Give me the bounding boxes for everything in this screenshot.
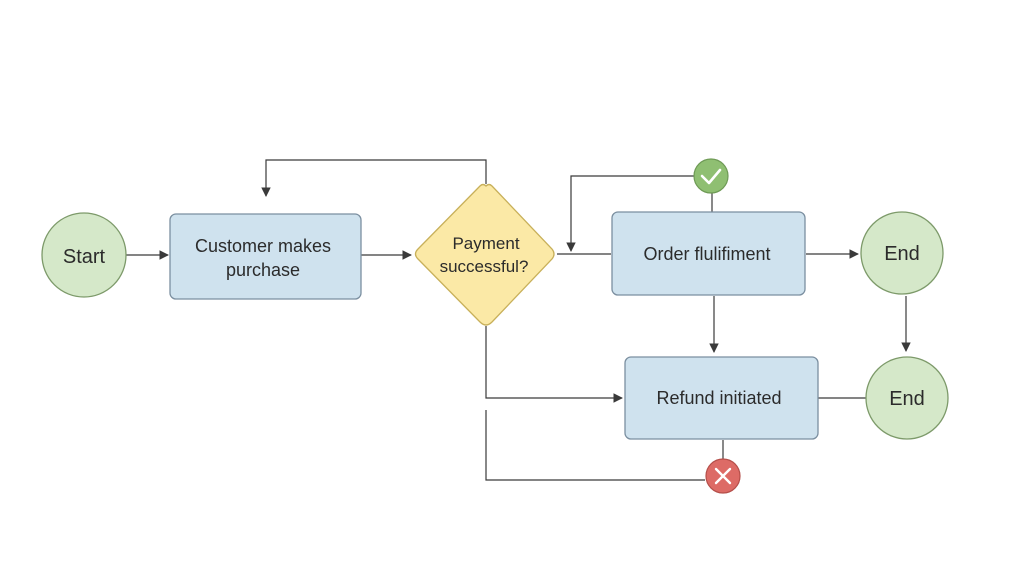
purchase-node: Customer makes purchase [169,213,362,300]
purchase-process-box [169,213,362,300]
check-icon [693,158,729,194]
edges [126,159,911,481]
fulfillment-node: Order flulifiment [611,211,806,296]
end-bottom-terminal [865,356,949,440]
purchase-label-line2: purchase [226,260,300,280]
end-top-label: End [884,243,920,265]
x-icon [705,458,741,494]
decision-diamond [414,183,555,326]
refund-process-box [624,356,819,440]
refund-label: Refund initiated [656,388,781,408]
end-bottom-node: End [865,356,949,440]
end-top-node: End [860,211,944,295]
fulfillment-label: Order flulifiment [643,244,770,264]
end-top-terminal [860,211,944,295]
decision-node: Payment successful? [414,183,555,326]
decision-label-line2: successful? [440,257,529,276]
refund-node: Refund initiated [624,356,819,440]
start-label: Start [63,246,106,268]
decision-label-line1: Payment [452,234,519,253]
edge-success-loop [566,175,694,252]
fulfillment-process-box [611,211,806,296]
edge-failure-path [485,410,705,481]
edge-decision-to-refund [485,326,623,403]
purchase-label-line1: Customer makes [195,236,331,256]
start-terminal [41,212,127,298]
start-node: Start [41,212,127,298]
edge-decision-loop-back [261,159,487,197]
end-bottom-label: End [889,388,925,410]
